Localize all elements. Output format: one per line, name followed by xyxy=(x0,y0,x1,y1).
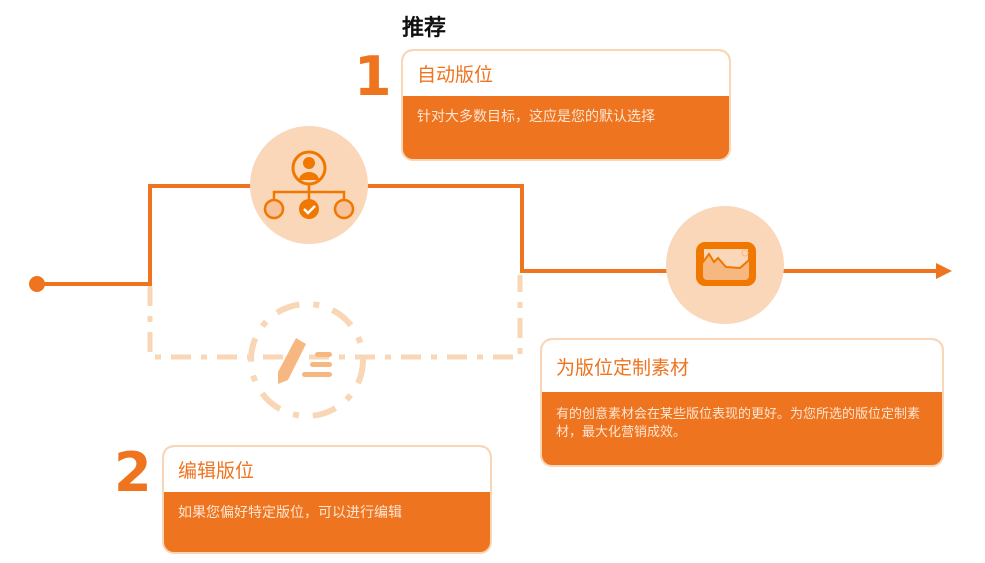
dashed-path xyxy=(147,275,523,360)
card-text: 针对大多数目标，这应是您的默认选择 xyxy=(417,109,655,125)
section-title: 推荐 xyxy=(402,16,447,41)
edit-placement-card[interactable]: 编辑版位 如果您偏好特定版位，可以进行编辑 xyxy=(162,445,492,554)
card-heading: 为版位定制素材 xyxy=(542,340,942,392)
step-number-1: 1 xyxy=(354,45,392,108)
card-text: 有的创意素材会在某些版位表现的更好。为您所选的版位定制素材，最大化营销成效。 xyxy=(556,407,921,440)
card-text: 如果您偏好特定版位，可以进行编辑 xyxy=(178,505,402,521)
start-dot xyxy=(29,276,45,292)
card-heading: 编辑版位 xyxy=(164,447,490,492)
image-icon xyxy=(666,206,784,324)
audience-icon xyxy=(250,126,368,244)
arrow-head xyxy=(936,263,952,279)
edit-icon xyxy=(248,301,366,419)
card-heading: 自动版位 xyxy=(403,51,729,96)
custom-creative-card[interactable]: 为版位定制素材 有的创意素材会在某些版位表现的更好。为您所选的版位定制素材，最大… xyxy=(540,338,944,467)
main-path xyxy=(37,184,940,286)
step-number-2: 2 xyxy=(114,441,152,504)
auto-placement-card[interactable]: 自动版位 针对大多数目标，这应是您的默认选择 xyxy=(401,49,731,161)
